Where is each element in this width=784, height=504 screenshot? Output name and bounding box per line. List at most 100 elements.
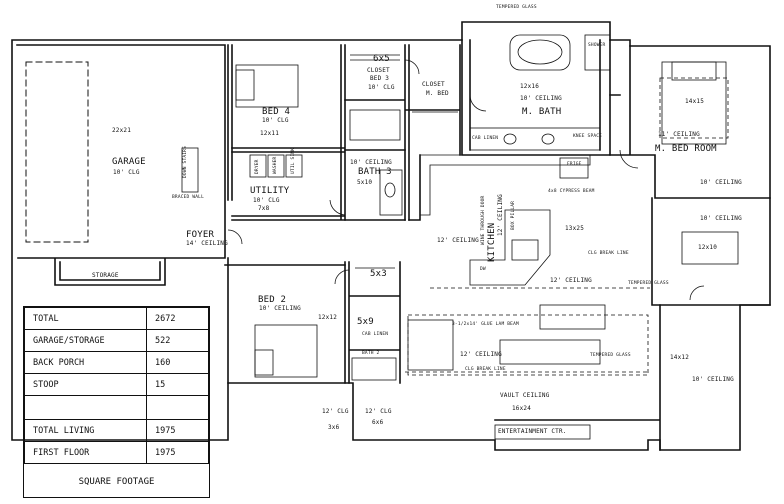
closet-bed3-sub: BED 3 bbox=[370, 75, 390, 82]
door-swing-1 bbox=[329, 199, 346, 216]
kitchen-walls bbox=[344, 154, 421, 384]
bed4-ceiling: 10' CLG bbox=[262, 117, 289, 124]
kitchen-name: KITCHEN bbox=[487, 222, 497, 262]
table-row: TOTAL 2672 bbox=[24, 307, 209, 330]
closet-bed2-size: 5x3 bbox=[370, 269, 387, 279]
porch-ceiling: 10' CEILING bbox=[692, 376, 734, 383]
closet-shelving bbox=[350, 54, 458, 269]
bed2-bed bbox=[254, 324, 318, 378]
bath3-tub bbox=[349, 109, 401, 141]
vault-outline bbox=[407, 314, 649, 376]
sqft-value: 1975 bbox=[146, 441, 209, 464]
door-swing-4 bbox=[619, 149, 639, 169]
tempered-glass-mid: TEMPERED GLASS bbox=[590, 353, 631, 358]
master-closet-dash bbox=[659, 77, 729, 139]
bed4-size: 12x11 bbox=[260, 130, 280, 137]
kitchen-sink bbox=[511, 239, 539, 261]
frig-label: FRIGE bbox=[567, 162, 582, 167]
sqft-label: FIRST FLOOR bbox=[24, 441, 147, 464]
clg-break-line-2: CLG BREAK LINE bbox=[465, 367, 506, 372]
fireplace bbox=[407, 319, 454, 371]
storage-label: STORAGE bbox=[92, 272, 119, 279]
bath3-vanity bbox=[379, 169, 403, 216]
great-ceiling: 12' CEILING bbox=[460, 351, 502, 358]
entertainment-box bbox=[494, 424, 591, 440]
utility-name: UTILITY bbox=[250, 186, 290, 196]
sqft-value: 160 bbox=[146, 351, 209, 374]
door-swing-7 bbox=[689, 285, 705, 301]
master-bed-walls bbox=[609, 45, 771, 306]
closet-a-size: 3x6 bbox=[328, 424, 340, 431]
master-bath-ceiling: 10' CEILING bbox=[520, 95, 562, 102]
master-bed-name: M. BED ROOM bbox=[655, 144, 717, 154]
foyer-ceiling: 14' CEILING bbox=[186, 240, 228, 247]
door-swing-6 bbox=[404, 59, 420, 75]
garage-door bbox=[25, 61, 89, 243]
right-ceiling: 10' CEILING bbox=[700, 179, 742, 186]
closet-b-ceiling: 12' CLG bbox=[365, 408, 392, 415]
box-pillar-label: BOX PILLAR bbox=[511, 200, 516, 230]
bath3-walls bbox=[344, 149, 406, 221]
sqft-label: STOOP bbox=[24, 373, 147, 396]
master-bath-name: M. BATH bbox=[522, 107, 562, 117]
cab-linen-label: CAB LINEN bbox=[472, 136, 499, 141]
bed4-bed bbox=[235, 64, 299, 108]
closet-a-ceiling: 12' CLG bbox=[322, 408, 349, 415]
interior-wall bbox=[224, 44, 346, 384]
bath2-label: BATH 2 bbox=[362, 351, 380, 356]
bed2-pillow bbox=[254, 349, 274, 376]
sqft-value: 522 bbox=[146, 329, 209, 352]
sofa bbox=[539, 304, 606, 330]
sink-2 bbox=[541, 133, 555, 145]
sqft-label: GARAGE/STORAGE bbox=[24, 329, 147, 352]
closet-mbed-sub: M. BED bbox=[426, 90, 449, 97]
utility-ceiling: 10' CLG bbox=[253, 197, 280, 204]
dw-label: DW bbox=[480, 267, 486, 272]
sqft-value bbox=[146, 395, 209, 420]
kitchen-counter bbox=[420, 154, 591, 216]
braced-wall-label: BRACED WALL bbox=[172, 195, 205, 200]
closet-walls bbox=[344, 44, 461, 221]
master-tub bbox=[509, 34, 571, 71]
clg-break-line-1: CLG BREAK LINE bbox=[588, 251, 629, 256]
closet-mbed-name: CLOSET bbox=[422, 81, 445, 88]
dining-size: 12x10 bbox=[698, 244, 718, 251]
down-stairs bbox=[181, 147, 199, 193]
master-tub-basin bbox=[517, 39, 563, 65]
bath3-ceiling: 10' CEILING bbox=[350, 159, 392, 166]
table-row: TOTAL LIVING 1975 bbox=[24, 419, 209, 442]
bed4-walls bbox=[231, 44, 346, 221]
util-sink-box bbox=[285, 154, 303, 178]
sqft-label: BACK PORCH bbox=[24, 351, 147, 374]
vault-ceiling: VAULT CEILING bbox=[500, 392, 550, 399]
sqft-label bbox=[24, 395, 147, 420]
entertainment-label: ENTERTAINMENT CTR. bbox=[498, 428, 567, 435]
garage-walls bbox=[16, 44, 226, 286]
washer-box bbox=[267, 154, 285, 178]
master-vanity bbox=[469, 127, 601, 151]
bed2-ceiling: 10' CEILING bbox=[259, 305, 301, 312]
garage-ceiling: 10' CLG bbox=[113, 169, 140, 176]
master-bed-pillow bbox=[671, 61, 717, 81]
bed4-name: BED 4 bbox=[262, 107, 291, 117]
bath2-tub bbox=[351, 357, 397, 381]
frig-box bbox=[559, 157, 589, 179]
door-swing-3 bbox=[334, 269, 350, 285]
main-ceiling: 12' CEILING bbox=[437, 237, 479, 244]
table-row: BACK PORCH 160 bbox=[24, 351, 209, 374]
porch-size: 14x12 bbox=[670, 354, 690, 361]
dining-table bbox=[681, 231, 739, 265]
dryer-label: DRYER bbox=[255, 159, 260, 174]
sqft-value: 2672 bbox=[146, 307, 209, 330]
sqft-label: TOTAL bbox=[24, 307, 147, 330]
table-row bbox=[24, 395, 209, 420]
coffee-table bbox=[499, 339, 601, 365]
garage-name: GARAGE bbox=[112, 157, 146, 167]
sqft-value: 15 bbox=[146, 373, 209, 396]
table-row: STOOP 15 bbox=[24, 373, 209, 396]
cab-linen-2-label: CAB LINEN bbox=[362, 332, 389, 337]
shower-label: SHOWER bbox=[588, 43, 606, 48]
sqft-caption: SQUARE FOOTAGE bbox=[78, 477, 155, 487]
bed4-pillow bbox=[235, 69, 255, 101]
